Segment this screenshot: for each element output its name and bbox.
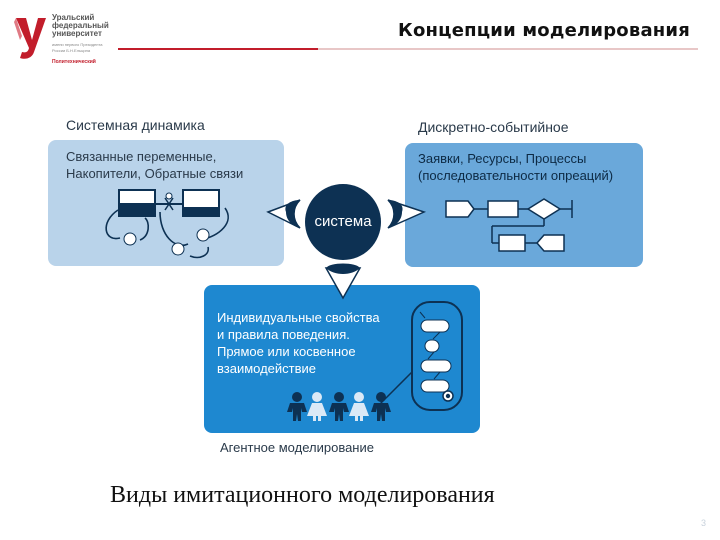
system-center-node — [305, 184, 381, 260]
discrete-event-line-2: (последовательности опреаций) — [418, 168, 614, 183]
header-divider-accent — [118, 48, 318, 50]
page-number: 3 — [700, 518, 706, 528]
discrete-event-title: Дискретно-событийное — [418, 119, 569, 135]
page-title: Концепции моделирования — [398, 20, 690, 41]
logo-line-1: Уральский — [52, 13, 95, 22]
logo-red-text: Политехнический — [52, 59, 96, 65]
right-eye-connector-icon — [387, 199, 427, 229]
system-dynamics-line-1: Связанные переменные, — [66, 149, 217, 164]
slide-caption: Виды имитационного моделирования — [110, 482, 495, 508]
agent-line-1: Индивидуальные свойства — [217, 310, 380, 325]
system-dynamics-title: Системная динамика — [66, 117, 205, 133]
left-eye-connector-icon — [266, 199, 301, 229]
agent-text: Индивидуальные свойства и правила поведе… — [217, 309, 380, 377]
stock-left-icon — [118, 189, 156, 217]
stock-right-icon — [182, 189, 220, 217]
logo-line-3: университет — [52, 29, 102, 38]
agent-people-icon — [287, 392, 391, 421]
system-dynamics-text: Связанные переменные, Накопители, Обратн… — [66, 148, 243, 182]
system-dynamics-line-2: Накопители, Обратные связи — [66, 166, 244, 181]
system-center-label: система — [314, 213, 372, 230]
discrete-event-text: Заявки, Ресурсы, Процессы (последователь… — [418, 150, 613, 184]
flow-valve-icon — [155, 192, 183, 211]
agent-title: Агентное моделирование — [220, 440, 374, 455]
bottom-eye-connector-icon — [324, 263, 362, 300]
agent-line-4: взаимодействие — [217, 361, 317, 376]
logo-line-2: федеральный — [52, 21, 109, 30]
logo-name: Уральский федеральный университет — [52, 14, 109, 38]
converter-circles-icon — [123, 228, 210, 256]
university-logo: Уральский федеральный университет имени … — [12, 12, 142, 70]
agent-line-3: Прямое или косвенное — [217, 344, 356, 359]
logo-small-1: имени первого Президента — [52, 42, 103, 47]
discrete-event-line-1: Заявки, Ресурсы, Процессы — [418, 151, 587, 166]
process-flowchart-icon — [445, 198, 573, 252]
header-divider — [118, 48, 698, 50]
logo-small-2: России Б.Н.Ельцина — [52, 48, 91, 53]
agent-statechart-icon — [379, 301, 463, 411]
agent-line-2: и правила поведения. — [217, 327, 350, 342]
ural-logo-icon — [14, 18, 46, 59]
